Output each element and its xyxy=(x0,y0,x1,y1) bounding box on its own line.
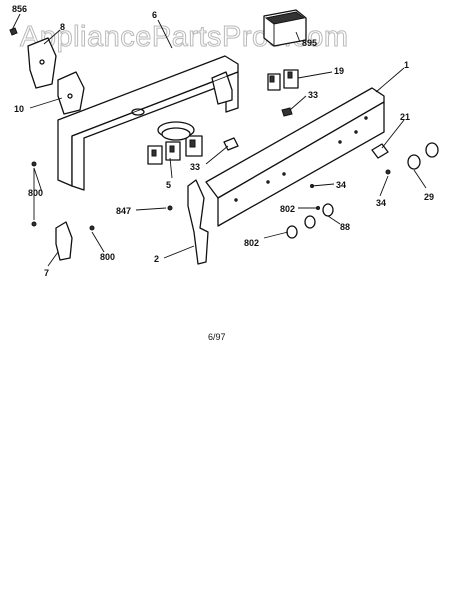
label-2: 2 xyxy=(154,254,159,264)
leader-lines xyxy=(11,13,427,267)
label-5: 5 xyxy=(166,180,171,190)
end-trim-strip-part xyxy=(187,179,209,265)
label-1: 1 xyxy=(404,60,409,70)
label-8: 8 xyxy=(60,22,65,32)
label-33-upper: 33 xyxy=(308,90,318,100)
clip-part-33-middle xyxy=(223,137,239,151)
label-10: 10 xyxy=(14,104,24,114)
knob-pair-part-29 xyxy=(407,142,439,170)
label-33-middle: 33 xyxy=(190,162,200,172)
screw-part-800-right xyxy=(89,225,95,231)
label-847: 847 xyxy=(116,206,131,216)
relay-box-part xyxy=(263,9,307,47)
label-802-lower: 802 xyxy=(244,238,259,248)
label-6: 6 xyxy=(152,10,157,20)
screw-part-800-left-bottom xyxy=(31,221,37,227)
label-895: 895 xyxy=(302,38,317,48)
date-code: 6/97 xyxy=(208,332,226,342)
label-19: 19 xyxy=(334,66,344,76)
label-856: 856 xyxy=(12,4,27,14)
label-88: 88 xyxy=(340,222,350,232)
part-labels: 856 8 6 895 1 19 10 33 21 5 33 34 800 29… xyxy=(12,4,434,278)
screw-part-847 xyxy=(167,205,173,211)
label-29: 29 xyxy=(424,192,434,202)
label-34-center: 34 xyxy=(336,180,346,190)
backguard-panel-part xyxy=(57,55,239,191)
screw-part-800-left-top xyxy=(31,161,37,167)
label-800-left: 800 xyxy=(28,188,43,198)
end-plug-part xyxy=(371,143,389,159)
knob-set-part-88 xyxy=(286,203,334,239)
left-end-bracket-part xyxy=(9,27,57,89)
label-800-right: 800 xyxy=(100,252,115,262)
control-panel-part xyxy=(205,87,385,227)
switch-part-19 xyxy=(267,69,299,91)
label-34-right: 34 xyxy=(376,198,386,208)
label-21: 21 xyxy=(400,112,410,122)
infinite-switch-cluster-part xyxy=(147,121,203,165)
screw-part-34-right xyxy=(385,169,391,175)
label-7: 7 xyxy=(44,268,49,278)
left-end-cap-part xyxy=(57,71,85,115)
clip-part-33-upper xyxy=(281,107,293,117)
lower-bracket-part xyxy=(55,221,73,261)
label-802-upper: 802 xyxy=(280,204,295,214)
